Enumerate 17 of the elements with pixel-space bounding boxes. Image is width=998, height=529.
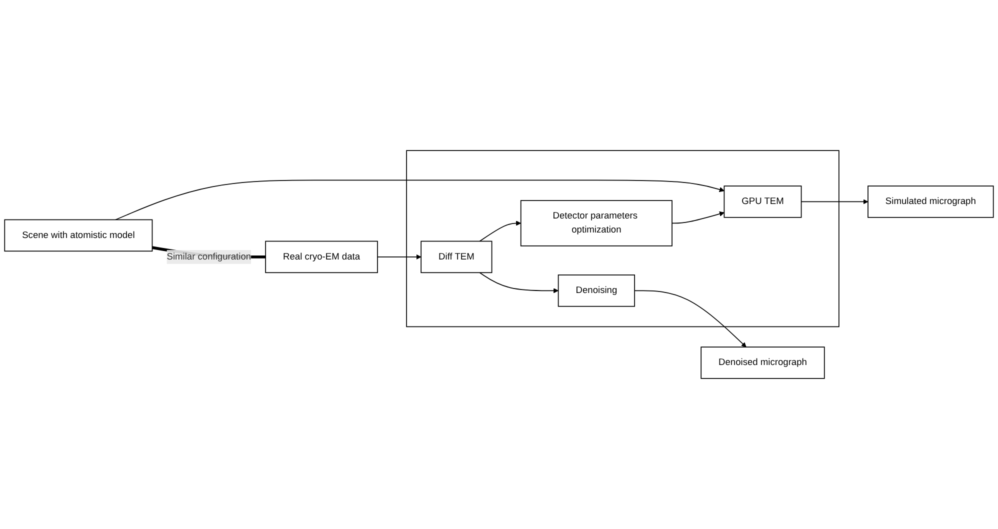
node-box: Denoising: [558, 274, 635, 307]
arrow: [115, 180, 724, 220]
node-box: Simulated micrograph: [868, 186, 994, 218]
arrow: [479, 272, 559, 294]
arrow: [634, 290, 746, 348]
arrow: [479, 220, 522, 242]
arrow: [377, 254, 422, 260]
node-box: Detector parameters optimization: [520, 200, 672, 246]
node-box: Denoised micrograph: [700, 346, 825, 379]
node-box: Real cryo-EM data: [265, 240, 378, 274]
arrow: [672, 211, 724, 224]
edge-label: Similar configuration: [166, 252, 252, 262]
cluster: [406, 150, 840, 328]
node-box: Diff TEM: [420, 240, 492, 274]
node-box: Scene with atomistic model: [4, 219, 153, 252]
arrow: [800, 199, 868, 204]
node-box: GPU TEM: [724, 186, 802, 218]
